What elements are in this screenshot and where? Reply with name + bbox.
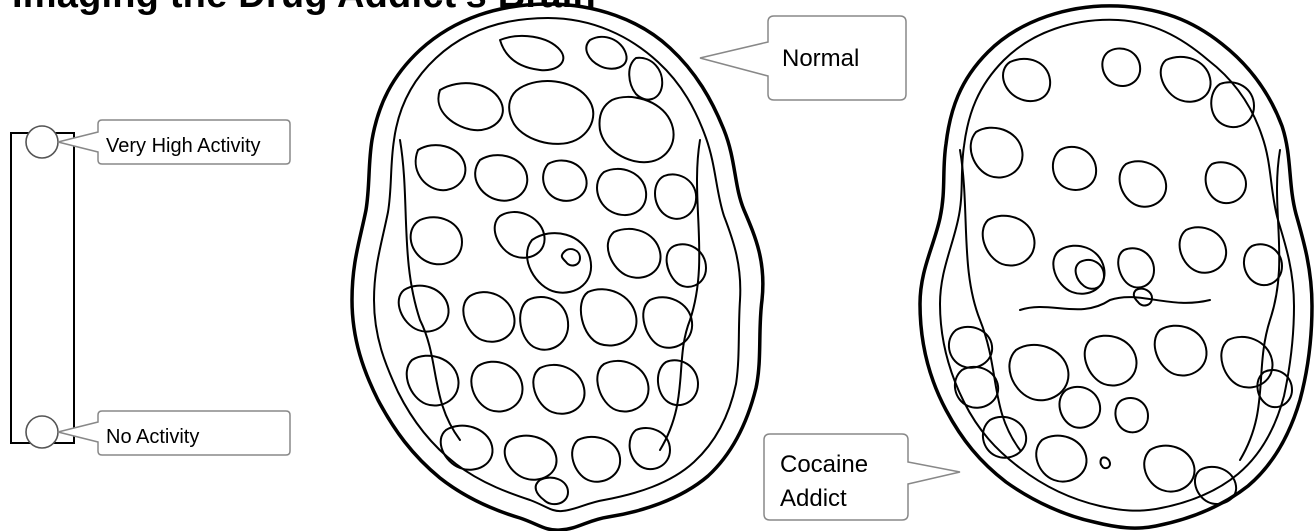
addict-brain-scan — [920, 6, 1312, 528]
normal-brain-scan — [352, 4, 763, 530]
addict-brain-activity-contours — [949, 48, 1292, 504]
legend-low-marker — [26, 416, 58, 448]
normal-brain-activity-contours — [399, 36, 706, 504]
activity-legend — [11, 120, 290, 455]
normal-brain-inner-outline — [374, 18, 740, 511]
addict-label-line1: Cocaine — [780, 451, 868, 478]
legend-high-label: Very High Activity — [106, 135, 261, 157]
addict-brain-inner-outline — [940, 20, 1294, 511]
legend-scale-bar — [11, 133, 74, 443]
legend-high-marker — [26, 126, 58, 158]
legend-low-label: No Activity — [106, 426, 199, 448]
normal-label: Normal — [782, 45, 859, 72]
addict-label-line2: Addict — [780, 485, 847, 512]
